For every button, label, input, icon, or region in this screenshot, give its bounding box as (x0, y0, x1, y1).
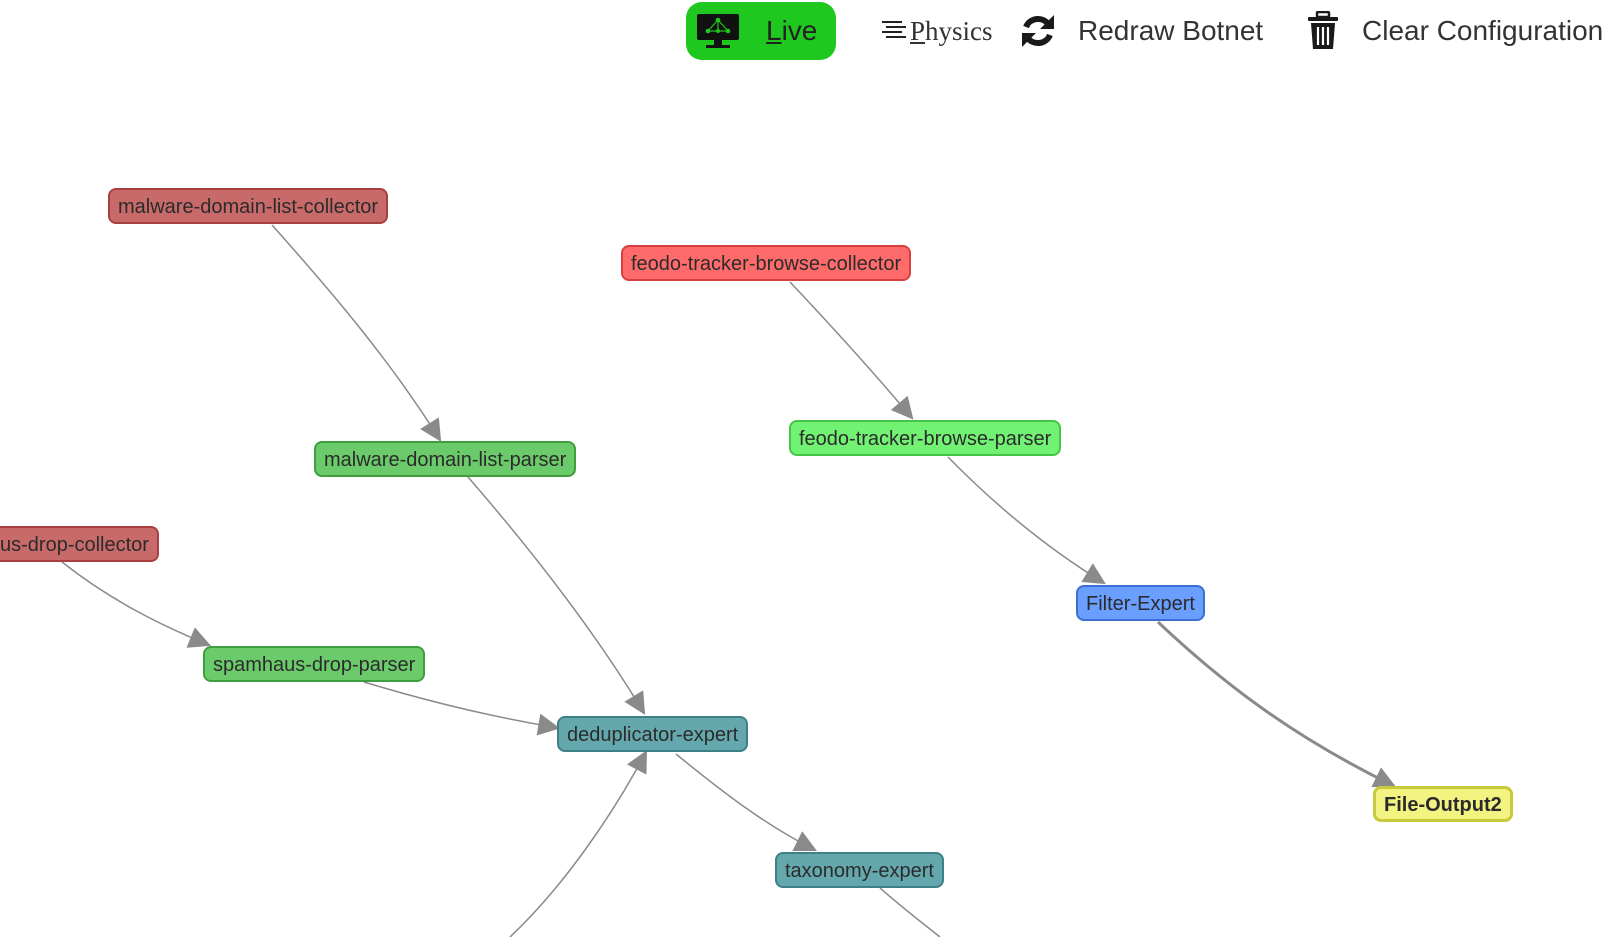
node-malware-domain-list-parser[interactable]: malware-domain-list-parser (314, 441, 577, 477)
node-malware-domain-list-collector[interactable]: malware-domain-list-collector (108, 188, 389, 224)
edge-filter-to-file-output[interactable] (1156, 620, 1396, 788)
live-button[interactable]: Live (686, 2, 836, 60)
node-taxonomy-expert[interactable]: taxonomy-expert (775, 852, 944, 888)
physics-label: Physics (910, 15, 993, 46)
refresh-icon (1022, 15, 1054, 47)
physics-button[interactable]: Physics (880, 0, 993, 62)
node-feodo-tracker-browse-parser[interactable]: feodo-tracker-browse-parser (789, 420, 1062, 456)
monitor-network-icon (697, 14, 739, 48)
edge-feodo-parser-to-filter[interactable] (947, 456, 1106, 585)
node-spamhaus-drop-parser[interactable]: spamhaus-drop-parser (203, 646, 426, 682)
edge-deduplicator-to-taxonomy[interactable] (675, 753, 817, 851)
node-deduplicator-expert[interactable]: deduplicator-expert (557, 716, 749, 752)
edge-offscreen-to-deduplicator[interactable] (509, 750, 648, 937)
node-feodo-tracker-browse-collector[interactable]: feodo-tracker-browse-collector (621, 245, 912, 281)
edge-feodo-collector-to-parser[interactable] (789, 281, 914, 420)
edge-taxonomy-to-offscreen[interactable] (879, 887, 941, 937)
trash-icon (1308, 11, 1338, 49)
node-file-output2[interactable]: File-Output2 (1373, 786, 1513, 822)
node-filter-expert[interactable]: Filter-Expert (1076, 585, 1205, 621)
clear-configuration-button[interactable]: Clear Configuration (1306, 0, 1603, 62)
node-us-drop-collector[interactable]: us-drop-collector (0, 526, 159, 562)
redraw-botnet-label: Redraw Botnet (1078, 15, 1264, 46)
redraw-botnet-button[interactable]: Redraw Botnet (1018, 0, 1263, 62)
align-lines-icon (882, 21, 906, 38)
edge-mdl-parser-to-deduplicator[interactable] (467, 476, 646, 715)
edge-drop-collector-to-parser[interactable] (61, 561, 212, 648)
edge-spamhaus-parser-to-deduplicator[interactable] (363, 681, 561, 736)
clear-configuration-label: Clear Configuration (1362, 15, 1604, 46)
edge-mdl-collector-to-parser[interactable] (271, 224, 442, 442)
live-label: Live (766, 15, 818, 46)
